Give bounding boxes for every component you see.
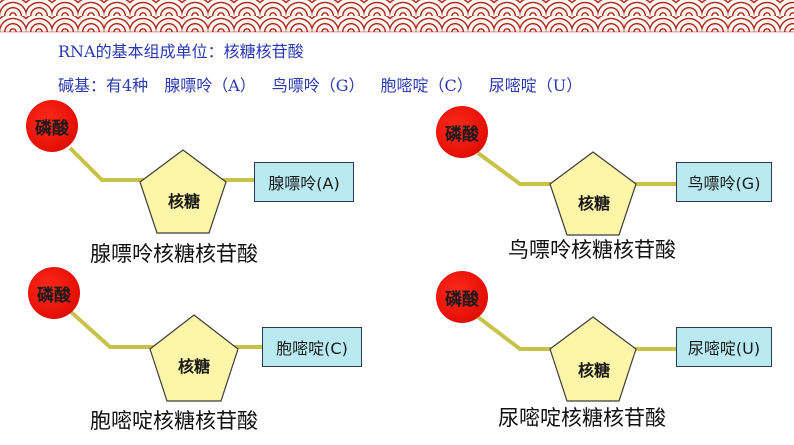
phosphate-label: 磷酸 xyxy=(37,285,71,306)
base-label: 腺嘌呤(A) xyxy=(268,174,340,193)
nucleotide-diagram-guanine: 磷酸 核糖 鸟嘌呤(G) 鸟嘌呤核糖核苷酸 xyxy=(430,98,790,268)
base-guanine-label: 鸟嘌呤（G） xyxy=(271,76,365,95)
nucleotide-diagram-uracil: 磷酸 核糖 尿嘧啶(U) 尿嘧啶核糖核苷酸 xyxy=(430,265,790,435)
phosphate-label: 磷酸 xyxy=(445,289,479,310)
phosphate-circle: 磷酸 xyxy=(26,100,78,152)
ribose-pentagon xyxy=(139,149,227,234)
ribose-label: 核糖 xyxy=(177,357,210,376)
nucleotide-caption: 胞嘧啶核糖核苷酸 xyxy=(90,409,258,433)
ribose-pentagon xyxy=(549,151,637,236)
nucleotide-diagram-cytosine: 磷酸 核糖 胞嘧啶(C) 胞嘧啶核糖核苷酸 xyxy=(20,265,380,435)
nucleotide-caption: 腺嘌呤核糖核苷酸 xyxy=(90,242,258,266)
ribose-label: 核糖 xyxy=(167,192,200,211)
bases-line: 碱基：有4种腺嘌呤（A） 鸟嘌呤（G） 胞嘧啶（C） 尿嘧啶（U） xyxy=(58,72,582,96)
phosphate-circle: 磷酸 xyxy=(436,106,488,158)
nucleotide-diagram-adenine: 磷酸 核糖 腺嘌呤(A) 腺嘌呤核糖核苷酸 xyxy=(20,98,380,268)
base-uracil-label: 尿嘧啶（U） xyxy=(488,76,583,95)
bases-prefix: 碱基：有4种 xyxy=(58,76,149,95)
phosphate-circle: 磷酸 xyxy=(28,267,80,319)
phosphate-label: 磷酸 xyxy=(445,124,479,145)
base-box: 腺嘌呤(A) xyxy=(254,162,354,202)
ribose-label: 核糖 xyxy=(577,361,610,380)
ribose-pentagon xyxy=(149,314,239,402)
ribose-label: 核糖 xyxy=(577,194,610,213)
base-adenine-label: 腺嘌呤（A） xyxy=(164,76,256,95)
nucleotide-structure-graphic xyxy=(476,315,678,402)
base-box: 鸟嘌呤(G) xyxy=(676,162,772,202)
base-cytosine-label: 胞嘧啶（C） xyxy=(380,76,473,95)
decorative-wave-border xyxy=(0,0,794,34)
nucleotide-structure-graphic xyxy=(68,146,256,234)
base-label: 鸟嘌呤(G) xyxy=(687,174,761,193)
base-box: 胞嘧啶(C) xyxy=(262,327,362,367)
ribose-pentagon xyxy=(549,316,637,402)
nucleotide-structure-graphic xyxy=(476,151,678,236)
rna-unit-heading: RNA的基本组成单位：核糖核苷酸 xyxy=(58,42,304,61)
nucleotide-structure-graphic xyxy=(68,309,264,402)
nucleotide-caption: 鸟嘌呤核糖核苷酸 xyxy=(508,238,676,262)
base-label: 胞嘧啶(C) xyxy=(276,339,348,358)
base-label: 尿嘧啶(U) xyxy=(687,339,761,358)
nucleotide-caption: 尿嘧啶核糖核苷酸 xyxy=(498,406,666,430)
phosphate-label: 磷酸 xyxy=(35,118,69,139)
phosphate-circle: 磷酸 xyxy=(436,271,488,323)
base-box: 尿嘧啶(U) xyxy=(676,327,772,367)
